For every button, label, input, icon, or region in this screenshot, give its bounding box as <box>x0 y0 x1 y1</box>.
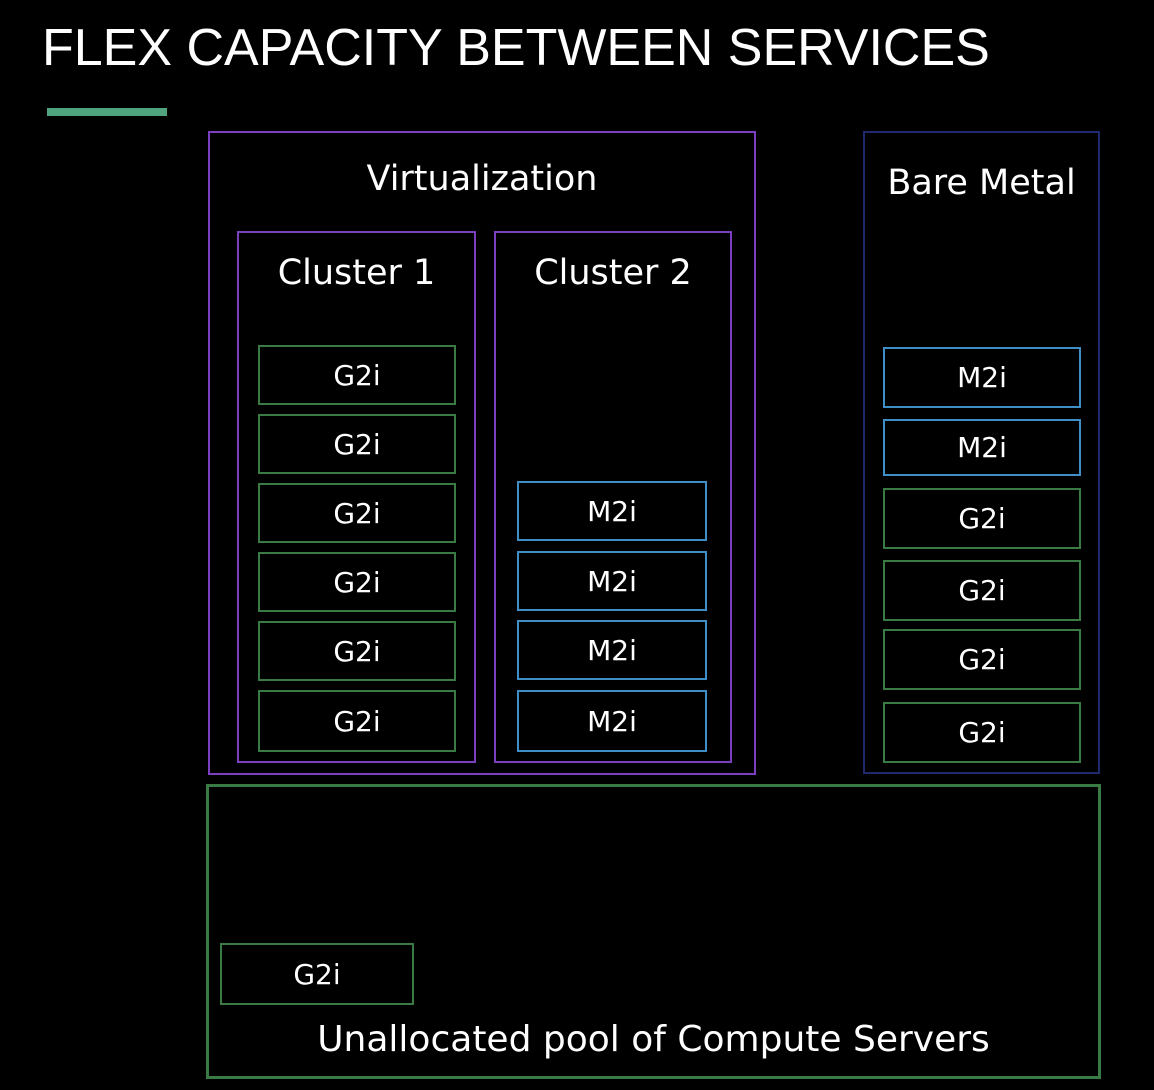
cluster-1-server: G2i <box>258 621 456 681</box>
cluster-2-server: M2i <box>517 620 707 680</box>
bare-metal-server: G2i <box>883 560 1081 621</box>
cluster-1-server: G2i <box>258 483 456 543</box>
unallocated-pool: Unallocated pool of Compute Servers <box>206 784 1101 1079</box>
cluster-2-server: M2i <box>517 481 707 541</box>
cluster-1-label: Cluster 1 <box>277 253 436 293</box>
virtualization-group: Virtualization <box>208 131 756 775</box>
cluster-2: Cluster 2 <box>494 231 732 763</box>
virtualization-label: Virtualization <box>366 159 598 199</box>
cluster-1-server: G2i <box>258 345 456 405</box>
cluster-1-server: G2i <box>258 414 456 474</box>
cluster-2-server: M2i <box>517 690 707 752</box>
bare-metal-group: Bare Metal <box>863 131 1100 774</box>
page-title: FLEX CAPACITY BETWEEN SERVICES <box>42 19 990 77</box>
bare-metal-server: G2i <box>883 488 1081 549</box>
pool-label: Unallocated pool of Compute Servers <box>317 1019 990 1060</box>
bare-metal-server: G2i <box>883 629 1081 690</box>
bare-metal-label: Bare Metal <box>887 163 1076 203</box>
cluster-1: Cluster 1 <box>237 231 476 763</box>
bare-metal-server: M2i <box>883 419 1081 476</box>
cluster-1-server: G2i <box>258 690 456 752</box>
title-underline <box>47 108 167 116</box>
bare-metal-server: G2i <box>883 702 1081 763</box>
bare-metal-server: M2i <box>883 347 1081 408</box>
cluster-1-server: G2i <box>258 552 456 612</box>
cluster-2-server: M2i <box>517 551 707 611</box>
pool-server: G2i <box>220 943 414 1005</box>
cluster-2-label: Cluster 2 <box>534 253 692 293</box>
